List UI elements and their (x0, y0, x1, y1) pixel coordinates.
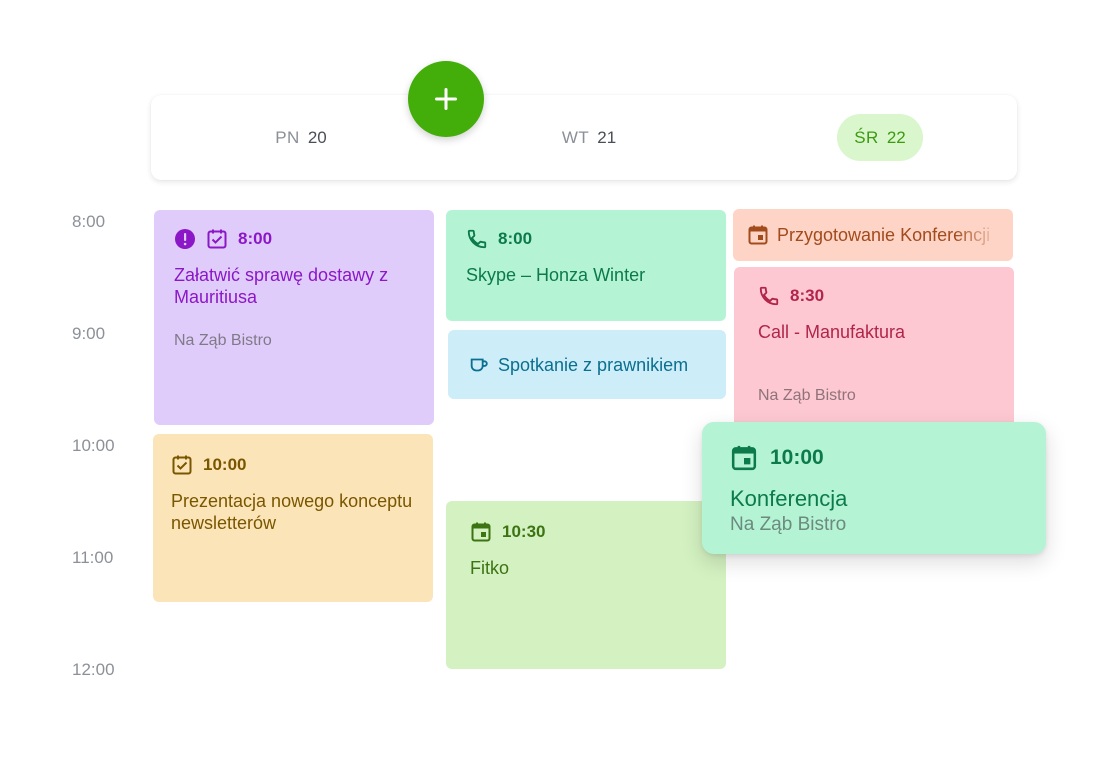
day-number: 21 (597, 127, 617, 147)
event-card[interactable]: Przygotowanie Konferencji (733, 209, 1013, 261)
event-title: Prezentacja nowego konceptu newsletterów (171, 491, 413, 533)
event-location: Na Ząb Bistro (730, 514, 847, 535)
event-title: Skype – Honza Winter (466, 265, 646, 285)
day-abbr: WT (561, 127, 590, 147)
day-number: 22 (886, 127, 906, 147)
event-time: 8:00 (498, 229, 533, 248)
exclamation-circle-icon (174, 228, 196, 250)
checkbox-clipboard-icon (206, 228, 228, 250)
time-label: 9:00 (72, 324, 106, 343)
day-abbr: PN (275, 127, 300, 147)
add-event-button[interactable] (408, 61, 484, 137)
event-card[interactable]: 10:00 Prezentacja nowego konceptu newsle… (153, 434, 433, 602)
coffee-cup-icon (468, 354, 490, 376)
time-label: 12:00 (72, 660, 115, 679)
event-location: Na Ząb Bistro (174, 332, 272, 349)
event-title: Call - Manufaktura (758, 322, 906, 342)
plus-icon (435, 88, 457, 110)
event-time: 10:00 (770, 446, 824, 469)
event-card[interactable]: Spotkanie z prawnikiem (448, 330, 726, 399)
event-time: 8:00 (238, 229, 273, 248)
event-title: Załatwić sprawę dostawy z Mauritiusa (174, 265, 389, 307)
time-label: 10:00 (72, 436, 115, 455)
event-title: Przygotowanie Konferencji (777, 225, 991, 245)
event-title: Fitko (470, 558, 510, 578)
calendar-icon (747, 224, 769, 246)
event-title: Konferencja (730, 486, 848, 511)
calendar-icon (730, 444, 758, 472)
event-popup[interactable]: 10:00 Konferencja Na Ząb Bistro (702, 422, 1046, 554)
time-label: 8:00 (72, 212, 106, 231)
event-time: 10:30 (502, 522, 546, 541)
phone-icon (758, 285, 780, 307)
event-time: 8:30 (790, 286, 825, 305)
day-wednesday[interactable]: ŚR 22 (825, 95, 935, 180)
event-location: Na Ząb Bistro (758, 387, 856, 404)
event-title: Spotkanie z prawnikiem (498, 354, 689, 375)
day-monday[interactable]: PN 20 (231, 95, 371, 180)
active-day-pill: ŚR 22 (837, 114, 923, 161)
day-abbr: ŚR (854, 127, 879, 147)
day-number: 20 (307, 127, 327, 147)
time-label: 11:00 (72, 548, 114, 567)
event-card[interactable]: 8:30 Call - Manufaktura Na Ząb Bistro (734, 267, 1014, 437)
event-time: 10:00 (203, 455, 247, 474)
phone-icon (466, 228, 488, 250)
event-card[interactable]: 8:00 Załatwić sprawę dostawy z Mauritius… (154, 210, 434, 425)
day-tuesday[interactable]: WT 21 (519, 95, 659, 180)
event-card[interactable]: 8:00 Skype – Honza Winter (446, 210, 726, 321)
event-card[interactable]: 10:30 Fitko (446, 501, 726, 669)
checkbox-clipboard-icon (171, 454, 193, 476)
calendar-icon (470, 521, 492, 543)
week-header: PN 20 WT 21 ŚR 22 (151, 95, 1017, 180)
